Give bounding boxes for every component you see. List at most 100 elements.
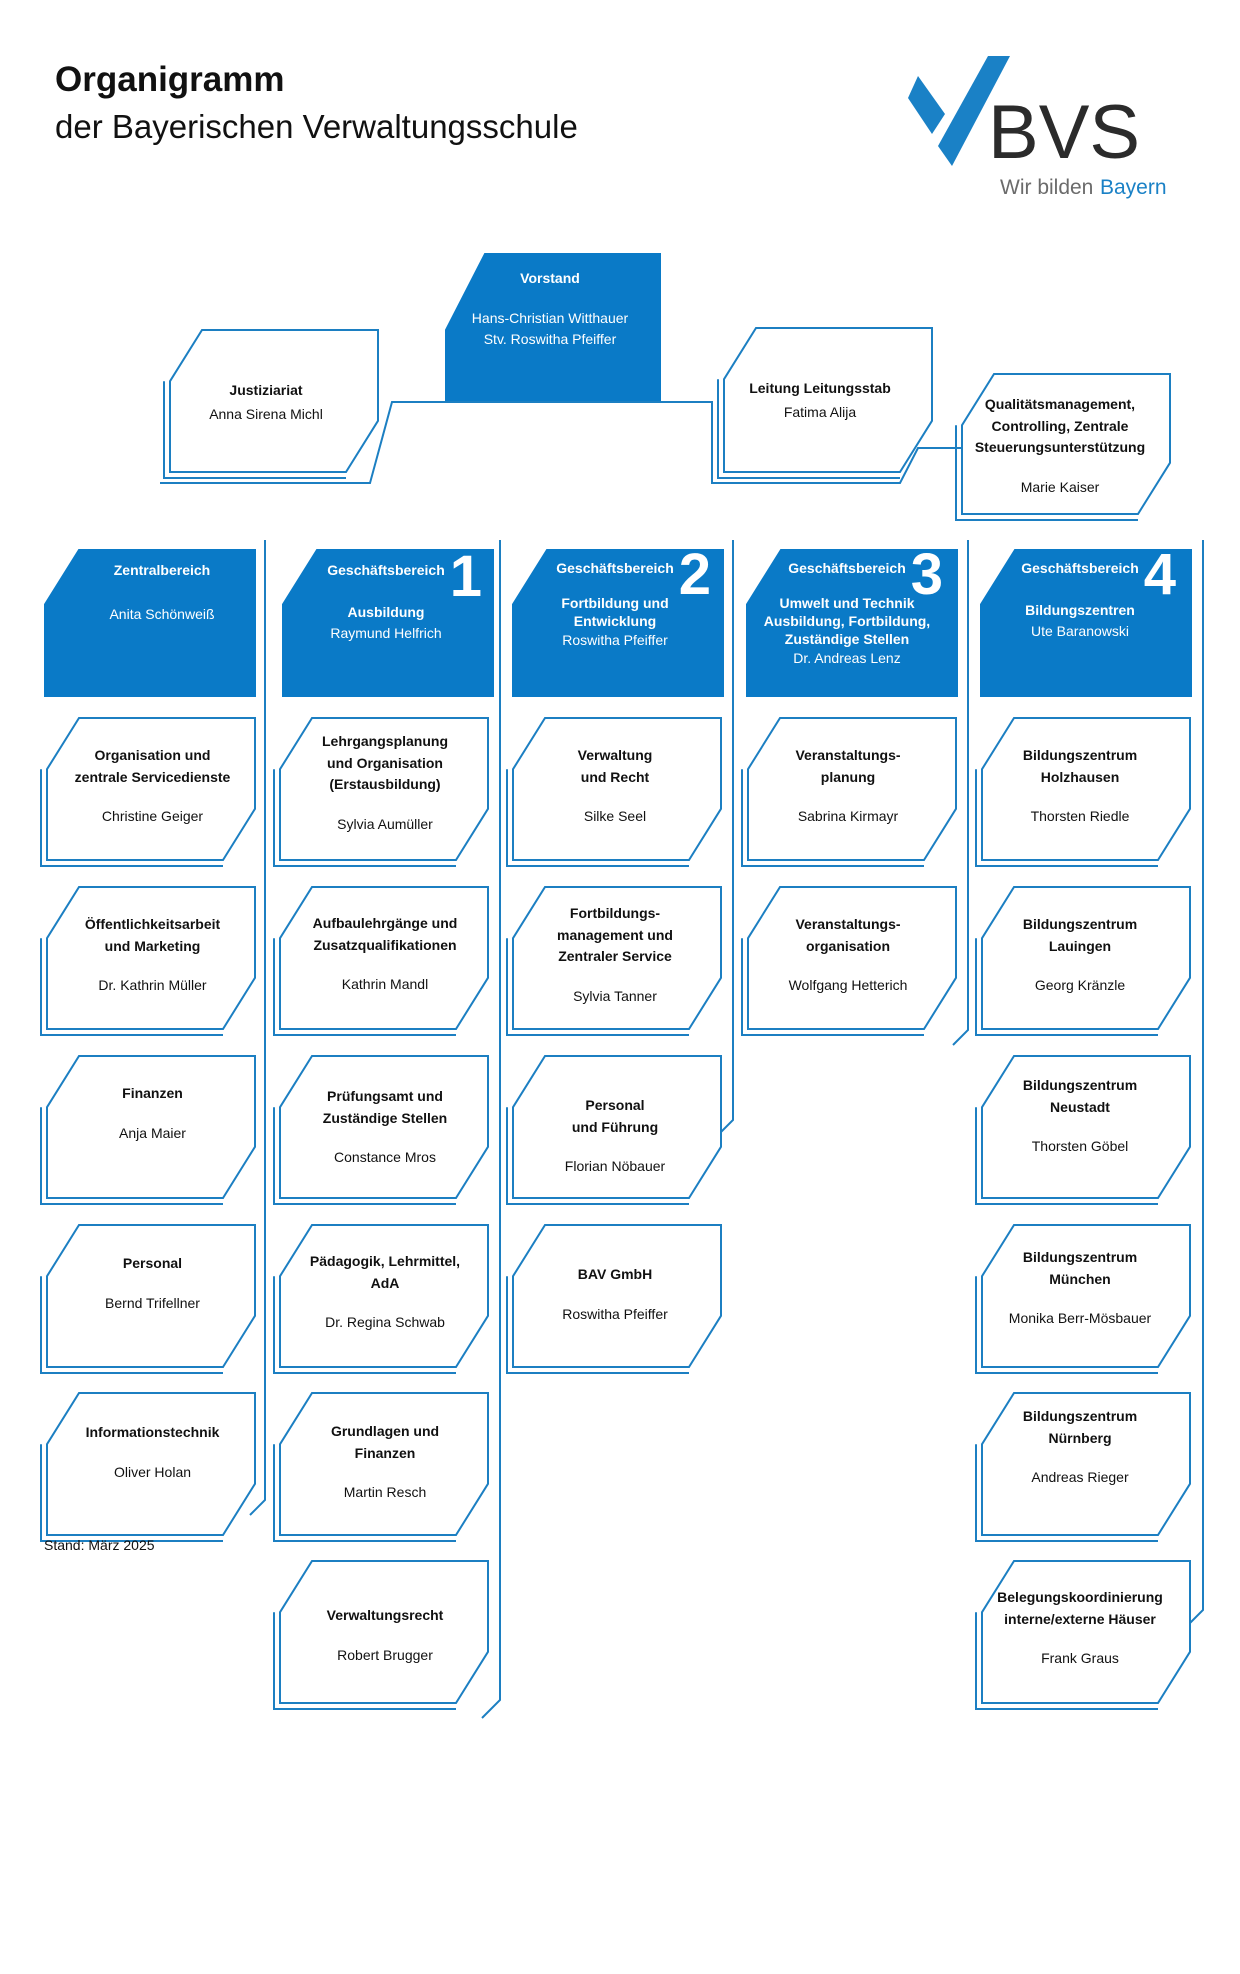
unit-box-shape [747, 886, 957, 1030]
head-person: Roswitha Pfeiffer [562, 632, 668, 649]
col2-line [717, 540, 734, 1136]
unit-box-shadow [40, 1444, 223, 1542]
unit-person: Silke Seel [583, 808, 647, 825]
unit-box: Verwaltungsrecht Robert Brugger [285, 1605, 485, 1666]
bvs-logo: BVS Wir bilden Bayern [908, 56, 1167, 199]
unit-box-shadow [975, 1107, 1158, 1205]
unit-title: Bildungszentrum Holzhausen [1022, 747, 1138, 785]
unit-box-shape [961, 373, 1171, 515]
unit-box: Bildungszentrum Holzhausen Thorsten Ried… [980, 745, 1180, 828]
unit-box: Öffentlichkeitsarbeit und Marketing Dr. … [55, 914, 250, 997]
unit-box: Finanzen Anja Maier [55, 1083, 250, 1144]
unit-box-shape [279, 1224, 489, 1368]
unit-box-shape [169, 329, 379, 473]
unit-title: Verwaltung und Recht [577, 747, 653, 785]
unit-title: Aufbaulehrgänge und Zusatzqualifikatione… [312, 915, 458, 953]
head-label: Geschäftsbereich [788, 560, 906, 576]
unit-box-shadow [975, 1444, 1158, 1542]
unit-box-shape [279, 886, 489, 1030]
unit-box-shadow [273, 769, 456, 867]
qm-box: Qualitätsmanagement, Controlling, Zentra… [955, 394, 1165, 499]
head-zentralbereich: Zentralbereich Anita Schönweiß [72, 560, 252, 625]
unit-title: Finanzen [122, 1085, 183, 1101]
unit-box-shape [512, 1224, 722, 1368]
unit-box-shape [981, 1055, 1191, 1199]
unit-box-shadow [975, 1612, 1158, 1710]
unit-person: Roswitha Pfeiffer [562, 1305, 668, 1322]
gb-number: 1 [449, 544, 482, 609]
gb-number: 4 [1143, 542, 1176, 607]
head-name: Fortbildung und Entwicklung [561, 594, 669, 629]
qm-title: Qualitätsmanagement, Controlling, Zentra… [974, 396, 1146, 456]
unit-box-shadow [40, 938, 223, 1036]
unit-title: Bildungszentrum Neustadt [1022, 1077, 1138, 1115]
unit-title: Grundlagen und Finanzen [330, 1423, 440, 1461]
unit-person: Sylvia Tanner [573, 988, 657, 1005]
head-person: Ute Baranowski [1030, 623, 1130, 640]
head-label: Geschäftsbereich [556, 560, 674, 576]
unit-box: Veranstaltungs- organisation Wolfgang He… [748, 914, 948, 997]
unit-person: Dr. Regina Schwab [325, 1314, 445, 1331]
vorstand-deputy: Stv. Roswitha Pfeiffer [483, 331, 617, 348]
unit-box: BAV GmbH Roswitha Pfeiffer [515, 1264, 715, 1325]
head-name: Ausbildung [347, 603, 425, 620]
unit-person: Sabrina Kirmayr [797, 808, 899, 825]
unit-box-shape [512, 886, 722, 1030]
unit-box: Bildungszentrum München Monika Berr-Mösb… [980, 1247, 1180, 1330]
unit-person: Georg Kränzle [1034, 977, 1126, 994]
unit-box-shape [46, 886, 256, 1030]
gb-number: 3 [910, 542, 943, 607]
col1-line [481, 540, 501, 1719]
unit-box-shadow [975, 1276, 1158, 1374]
unit-person: Christine Geiger [101, 808, 204, 825]
unit-title: Lehrgangsplanung und Organisation (Ersta… [322, 733, 448, 793]
unit-box: Informationstechnik Oliver Holan [55, 1422, 250, 1483]
unit-box-shadow [273, 1107, 456, 1205]
head-label: Geschäftsbereich [1021, 560, 1139, 576]
vorstand-box: Vorstand Hans-Christian Witthauer Stv. R… [446, 268, 654, 351]
leitung-title: Leitung Leitungsstab [749, 380, 891, 396]
unit-person: Sylvia Aumüller [337, 816, 433, 833]
unit-box-shape [981, 1392, 1191, 1536]
unit-title: Fortbildungs- management und Zentraler S… [557, 905, 673, 965]
unit-box: Personal Bernd Trifellner [55, 1253, 250, 1314]
unit-box-shape [279, 717, 489, 861]
unit-title: Verwaltungsrecht [326, 1607, 444, 1623]
col0-line [249, 540, 266, 1516]
justiziariat-box: Justiziariat Anna Sirena Michl [176, 380, 356, 425]
logo-tagline-1: Wir bilden [1000, 176, 1093, 199]
head-label: Geschäftsbereich [327, 562, 445, 578]
head-name: Umwelt und Technik Ausbildung, Fortbildu… [763, 594, 931, 648]
leitung-person: Fatima Alija [783, 403, 857, 420]
vorstand-shape [445, 253, 661, 401]
unit-box-shadow [506, 938, 689, 1036]
unit-title: Organisation und zentrale Servicedienste [74, 747, 231, 785]
head-box-shape [746, 549, 958, 697]
unit-title: Bildungszentrum Lauingen [1022, 916, 1138, 954]
unit-box-shadow [273, 1276, 456, 1374]
unit-box-shape [46, 1224, 256, 1368]
gb-number: 2 [678, 542, 711, 607]
unit-box-shape [723, 327, 933, 473]
unit-box: Veranstaltungs- planung Sabrina Kirmayr [748, 745, 948, 828]
unit-title: Veranstaltungs- organisation [795, 916, 901, 954]
logo-text: BVS [988, 90, 1140, 175]
unit-box-shadow [741, 938, 924, 1036]
head-gb2: 2 Geschäftsbereich Fortbildung und Entwi… [511, 546, 719, 682]
unit-box-shape [46, 1055, 256, 1199]
unit-box: Lehrgangsplanung und Organisation (Ersta… [285, 731, 485, 836]
top-connector [160, 401, 962, 484]
unit-person: Wolfgang Hetterich [788, 977, 908, 994]
head-person: Raymund Helfrich [330, 625, 442, 642]
unit-box: Verwaltung und Recht Silke Seel [515, 745, 715, 828]
unit-title: Belegungskoordinierung interne/externe H… [997, 1589, 1163, 1627]
unit-person: Monika Berr-Mösbauer [1008, 1310, 1152, 1327]
unit-person: Frank Graus [1041, 1650, 1119, 1667]
unit-person: Thorsten Göbel [1031, 1138, 1129, 1155]
vorstand-person: Hans-Christian Witthauer [471, 309, 629, 326]
unit-title: Pädagogik, Lehrmittel, AdA [309, 1253, 461, 1291]
unit-box-shadow [506, 769, 689, 867]
unit-person: Florian Nöbauer [564, 1158, 666, 1175]
unit-box-shape [981, 717, 1191, 861]
col3-line [952, 540, 969, 1046]
